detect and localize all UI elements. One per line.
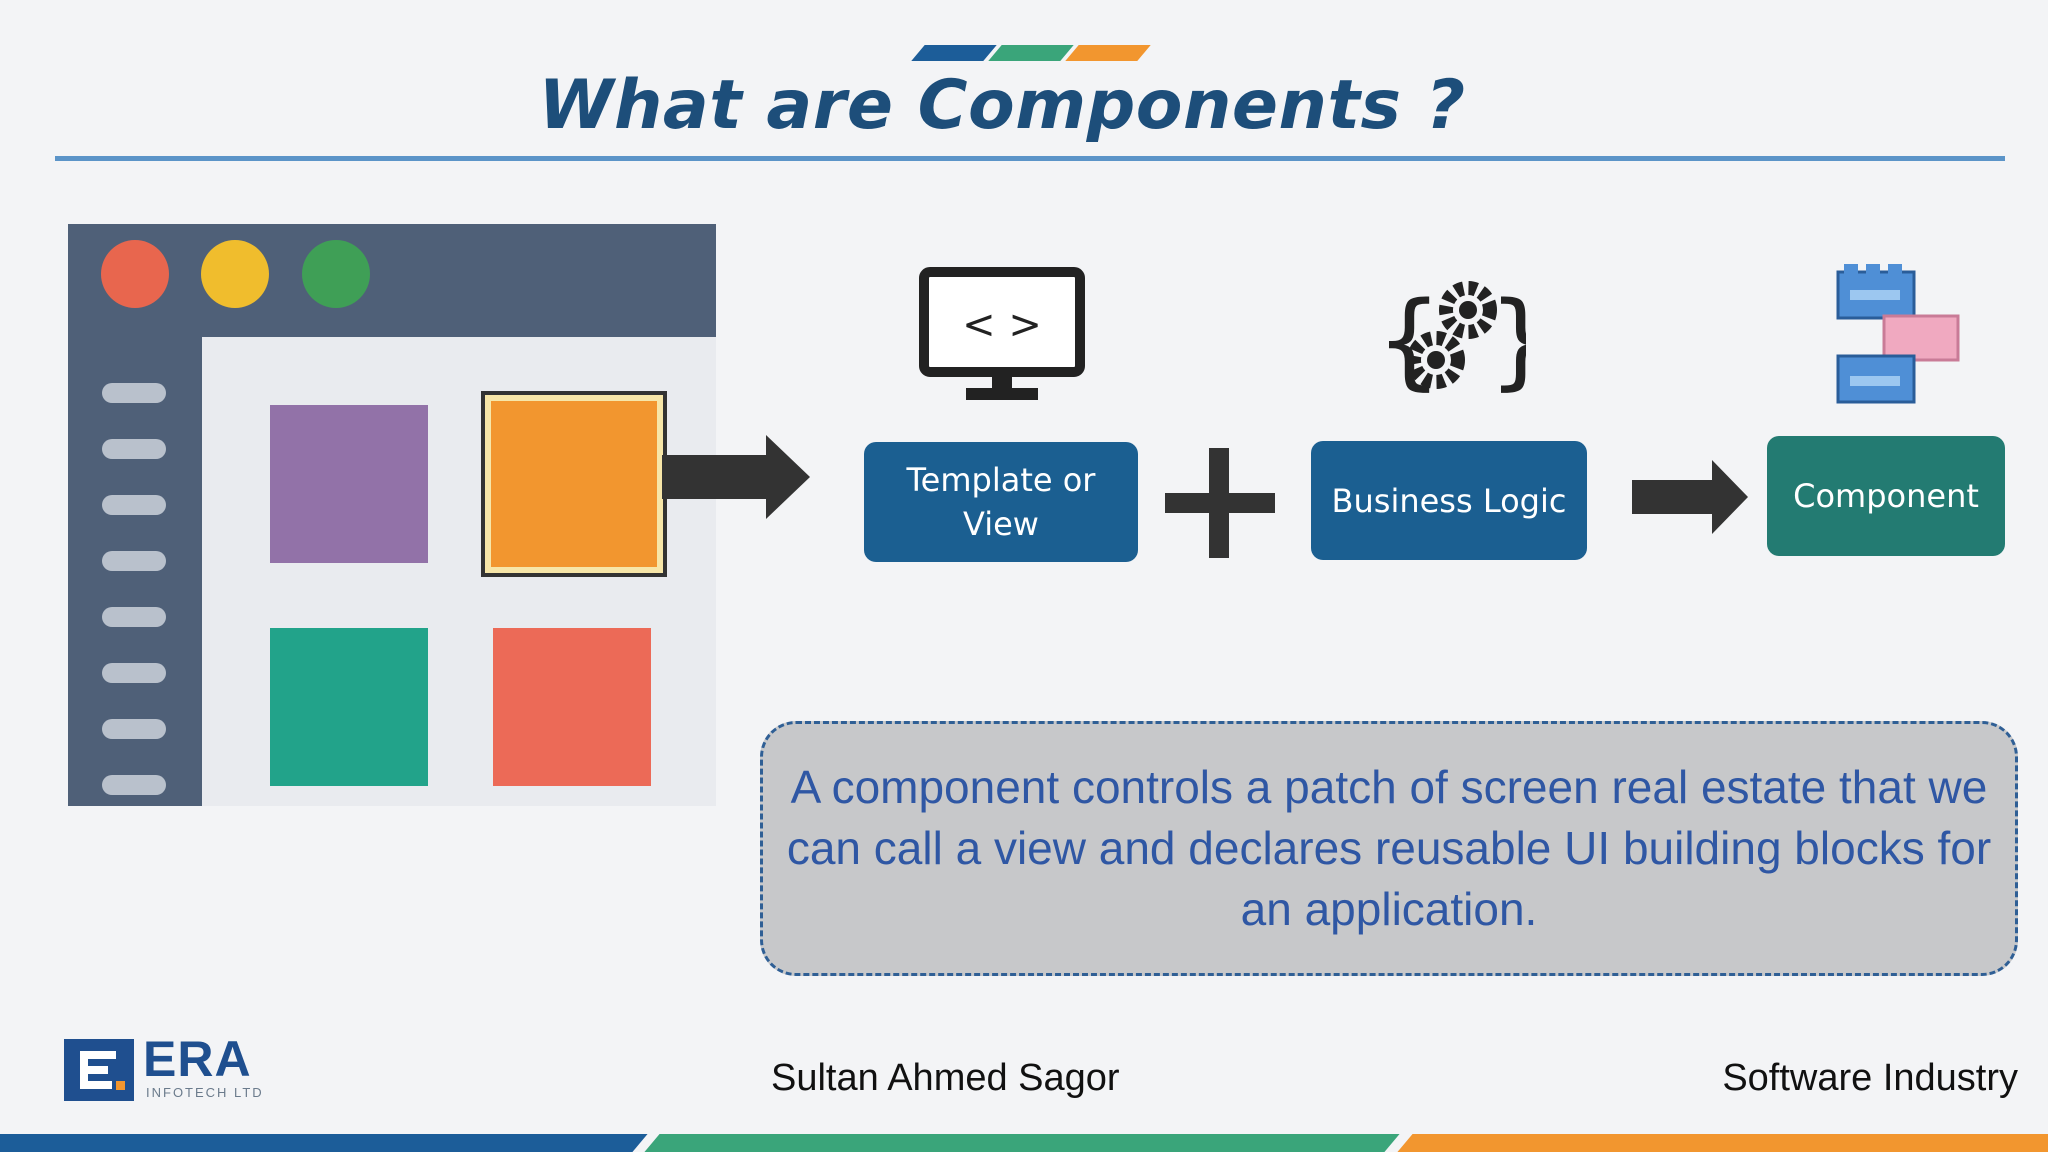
arrow-icon xyxy=(766,435,810,519)
business-logic-box: Business Logic xyxy=(1311,441,1587,560)
sidebar-line xyxy=(102,383,166,403)
bottom-bar-orange xyxy=(1397,1134,2048,1152)
sidebar-line xyxy=(102,775,166,795)
orange-tile-highlighted xyxy=(481,391,667,577)
footer-topic: Software Industry xyxy=(1722,1057,2018,1099)
browser-titlebar xyxy=(68,224,716,337)
browser-mockup-illustration xyxy=(68,224,716,806)
purple-tile xyxy=(270,405,428,563)
definition-text: A component controls a patch of screen r… xyxy=(786,761,1992,935)
gears-braces-icon: { } xyxy=(1376,279,1526,401)
plus-icon-bar xyxy=(1165,493,1275,513)
arrow-icon xyxy=(1712,460,1748,534)
business-logic-label: Business Logic xyxy=(1331,481,1567,520)
blocks-icon xyxy=(1836,264,1960,404)
maximize-dot-icon xyxy=(302,240,370,308)
era-logo-icon xyxy=(64,1039,134,1101)
sidebar-line xyxy=(102,607,166,627)
definition-callout: A component controls a patch of screen r… xyxy=(760,721,2018,976)
teal-tile xyxy=(270,628,428,786)
svg-text:}: } xyxy=(1488,279,1526,401)
red-tile xyxy=(493,628,651,786)
accent-dash-blue xyxy=(911,45,997,61)
sidebar-line xyxy=(102,719,166,739)
logo-subtext: INFOTECH LTD xyxy=(146,1085,264,1100)
browser-sidebar xyxy=(68,337,202,806)
arrow-shaft xyxy=(662,455,770,499)
slide-title: What are Components ? xyxy=(538,66,1466,145)
bottom-bar-green xyxy=(644,1134,1400,1152)
arrow-shaft xyxy=(1632,480,1716,514)
accent-dash-green xyxy=(988,45,1074,61)
accent-dash-orange xyxy=(1065,45,1151,61)
logo-text: ERA xyxy=(143,1031,252,1087)
template-or-view-label: Template or View xyxy=(906,461,1096,543)
component-label: Component xyxy=(1793,477,1979,515)
component-box: Component xyxy=(1767,436,2005,556)
sidebar-line xyxy=(102,663,166,683)
template-or-view-box: Template or View xyxy=(864,442,1138,562)
monitor-code-icon: < > xyxy=(919,267,1085,400)
bottom-bar-blue xyxy=(0,1134,648,1152)
sidebar-line xyxy=(102,551,166,571)
minimize-dot-icon xyxy=(201,240,269,308)
svg-text:< >: < > xyxy=(962,302,1042,348)
era-logo-mark-icon xyxy=(80,1051,125,1090)
presenter-name: Sultan Ahmed Sagor xyxy=(771,1057,1120,1099)
close-dot-icon xyxy=(101,240,169,308)
title-underline xyxy=(55,156,2005,161)
sidebar-line xyxy=(102,439,166,459)
sidebar-line xyxy=(102,495,166,515)
